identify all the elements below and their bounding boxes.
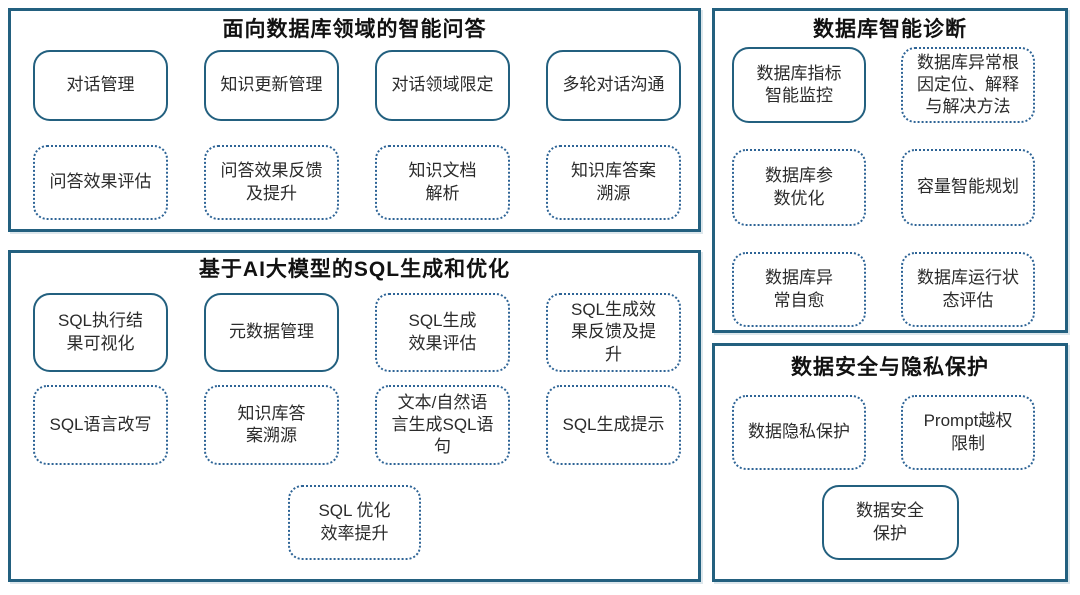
diagnosis-box-grid: 数据库指标 智能监控 数据库异常根 因定位、解释 与解决方法 数据库参 数优化 …: [715, 47, 1065, 327]
box-data-security-protection: 数据安全 保护: [821, 485, 959, 560]
panel-data-security-title: 数据安全与隐私保护: [791, 356, 989, 379]
box-dialog-domain-restriction: 对话领域限定: [375, 50, 510, 121]
sql-bottom-row: SQL 优化 效率提升: [11, 485, 698, 560]
box-kb-answer-tracing-sql: 知识库答 案溯源: [204, 385, 339, 465]
box-sql-result-visualization: SQL执行结 果可视化: [33, 293, 168, 372]
sql-box-grid: SQL执行结 果可视化 元数据管理 SQL生成 效果评估 SQL生成效 果反馈及…: [11, 293, 698, 465]
security-box-grid: 数据隐私保护 Prompt越权 限制: [715, 395, 1065, 470]
box-running-status-evaluation: 数据库运行状 态评估: [901, 252, 1035, 327]
box-sql-generation-feedback: SQL生成效 果反馈及提 升: [546, 293, 681, 372]
panel-intelligent-qa-title: 面向数据库领域的智能问答: [222, 18, 487, 41]
security-bottom-row: 数据安全 保护: [715, 485, 1065, 560]
box-anomaly-root-cause: 数据库异常根 因定位、解释 与解决方法: [901, 47, 1035, 123]
panel-sql-generation-title: 基于AI大模型的SQL生成和优化: [198, 258, 511, 281]
box-knowledge-doc-parsing: 知识文档 解析: [375, 145, 510, 220]
panel-intelligent-diagnosis: 数据库智能诊断 数据库指标 智能监控 数据库异常根 因定位、解释 与解决方法 数…: [712, 8, 1068, 333]
box-anomaly-self-healing: 数据库异 常自愈: [732, 252, 866, 327]
box-qa-feedback-improvement: 问答效果反馈 及提升: [204, 145, 339, 220]
box-nl-to-sql: 文本/自然语 言生成SQL语 句: [375, 385, 510, 465]
box-metadata-management: 元数据管理: [204, 293, 339, 372]
box-metric-monitoring: 数据库指标 智能监控: [732, 47, 866, 123]
box-prompt-privilege-limit: Prompt越权 限制: [901, 395, 1035, 470]
box-parameter-optimization: 数据库参 数优化: [732, 149, 866, 226]
box-capacity-planning: 容量智能规划: [901, 149, 1035, 226]
box-qa-effect-evaluation: 问答效果评估: [33, 145, 168, 220]
box-knowledge-update-management: 知识更新管理: [204, 50, 339, 121]
panel-intelligent-qa: 面向数据库领域的智能问答 对话管理 知识更新管理 对话领域限定 多轮对话沟通 问…: [8, 8, 701, 232]
panel-intelligent-diagnosis-title: 数据库智能诊断: [813, 18, 967, 41]
box-sql-rewriting: SQL语言改写: [33, 385, 168, 465]
qa-box-grid: 对话管理 知识更新管理 对话领域限定 多轮对话沟通 问答效果评估 问答效果反馈 …: [11, 50, 698, 220]
box-dialog-management: 对话管理: [33, 50, 168, 121]
panel-sql-generation: 基于AI大模型的SQL生成和优化 SQL执行结 果可视化 元数据管理 SQL生成…: [8, 250, 701, 582]
box-kb-answer-tracing: 知识库答案 溯源: [546, 145, 681, 220]
box-sql-generation-hint: SQL生成提示: [546, 385, 681, 465]
box-sql-generation-evaluation: SQL生成 效果评估: [375, 293, 510, 372]
box-sql-optimization-efficiency: SQL 优化 效率提升: [288, 485, 421, 560]
box-multi-turn-dialog: 多轮对话沟通: [546, 50, 681, 121]
panel-data-security: 数据安全与隐私保护 数据隐私保护 Prompt越权 限制 数据安全 保护: [712, 343, 1068, 582]
box-data-privacy-protection: 数据隐私保护: [732, 395, 866, 470]
